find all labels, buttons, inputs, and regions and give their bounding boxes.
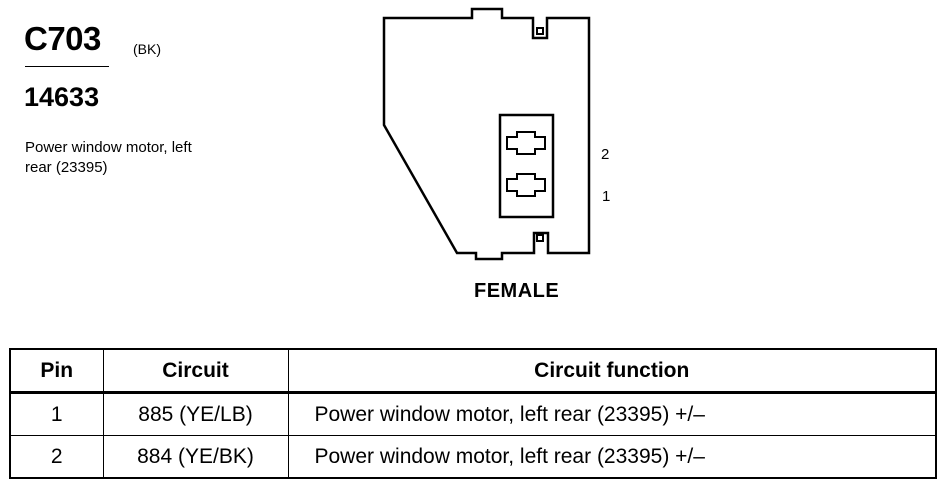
cell-circuit-function: Power window motor, left rear (23395) +/… [287, 392, 937, 436]
header-pin: Pin [9, 348, 104, 394]
cell-circuit: 885 (YE/LB) [102, 392, 289, 436]
pin-label-2: 2 [601, 146, 610, 163]
cell-circuit-function: Power window motor, left rear (23395) +/… [287, 435, 937, 479]
part-number: 14633 [24, 82, 100, 112]
connector-gender-label: FEMALE [474, 280, 560, 302]
cell-pin: 1 [9, 392, 104, 436]
latch-notches [536, 27, 544, 242]
header-circuit-function: Circuit function [287, 348, 937, 394]
header-circuit: Circuit [102, 348, 289, 394]
cavity-block [498, 113, 555, 219]
connector-color-code: (BK) [133, 41, 161, 57]
connector-housing [382, 7, 591, 261]
table-row: 1 885 (YE/LB) Power window motor, left r… [9, 392, 937, 436]
cell-pin: 2 [9, 435, 104, 479]
cell-circuit: 884 (YE/BK) [102, 435, 289, 479]
connector-id: C703 [24, 20, 101, 57]
pin-label-1: 1 [602, 188, 611, 205]
pin-cavity-1 [506, 173, 546, 197]
title-divider [25, 66, 109, 67]
pin-circuit-table: Pin Circuit Circuit function 1 885 (YE/L… [9, 348, 937, 479]
pin-cavity-2 [506, 131, 546, 155]
table-header-row: Pin Circuit Circuit function [9, 348, 937, 394]
component-description: Power window motor, left rear (23395) [25, 139, 192, 176]
connector-face-diagram [382, 7, 591, 261]
table-row: 2 884 (YE/BK) Power window motor, left r… [9, 435, 937, 479]
